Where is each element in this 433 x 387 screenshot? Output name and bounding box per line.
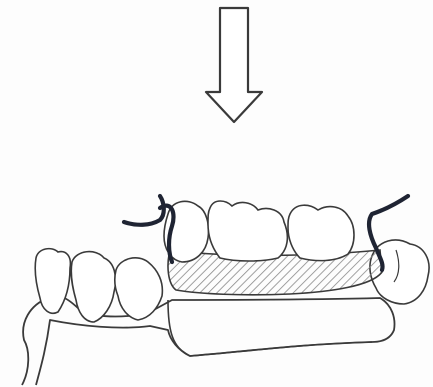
natural-tooth-left-3 xyxy=(115,258,163,320)
down-arrow-icon xyxy=(206,8,262,122)
natural-tooth-left-2 xyxy=(71,252,115,322)
gum-base-line xyxy=(168,300,372,356)
denture-tooth-3 xyxy=(288,205,354,260)
denture-tooth-2 xyxy=(208,201,287,261)
natural-tooth-left-1 xyxy=(35,249,70,314)
